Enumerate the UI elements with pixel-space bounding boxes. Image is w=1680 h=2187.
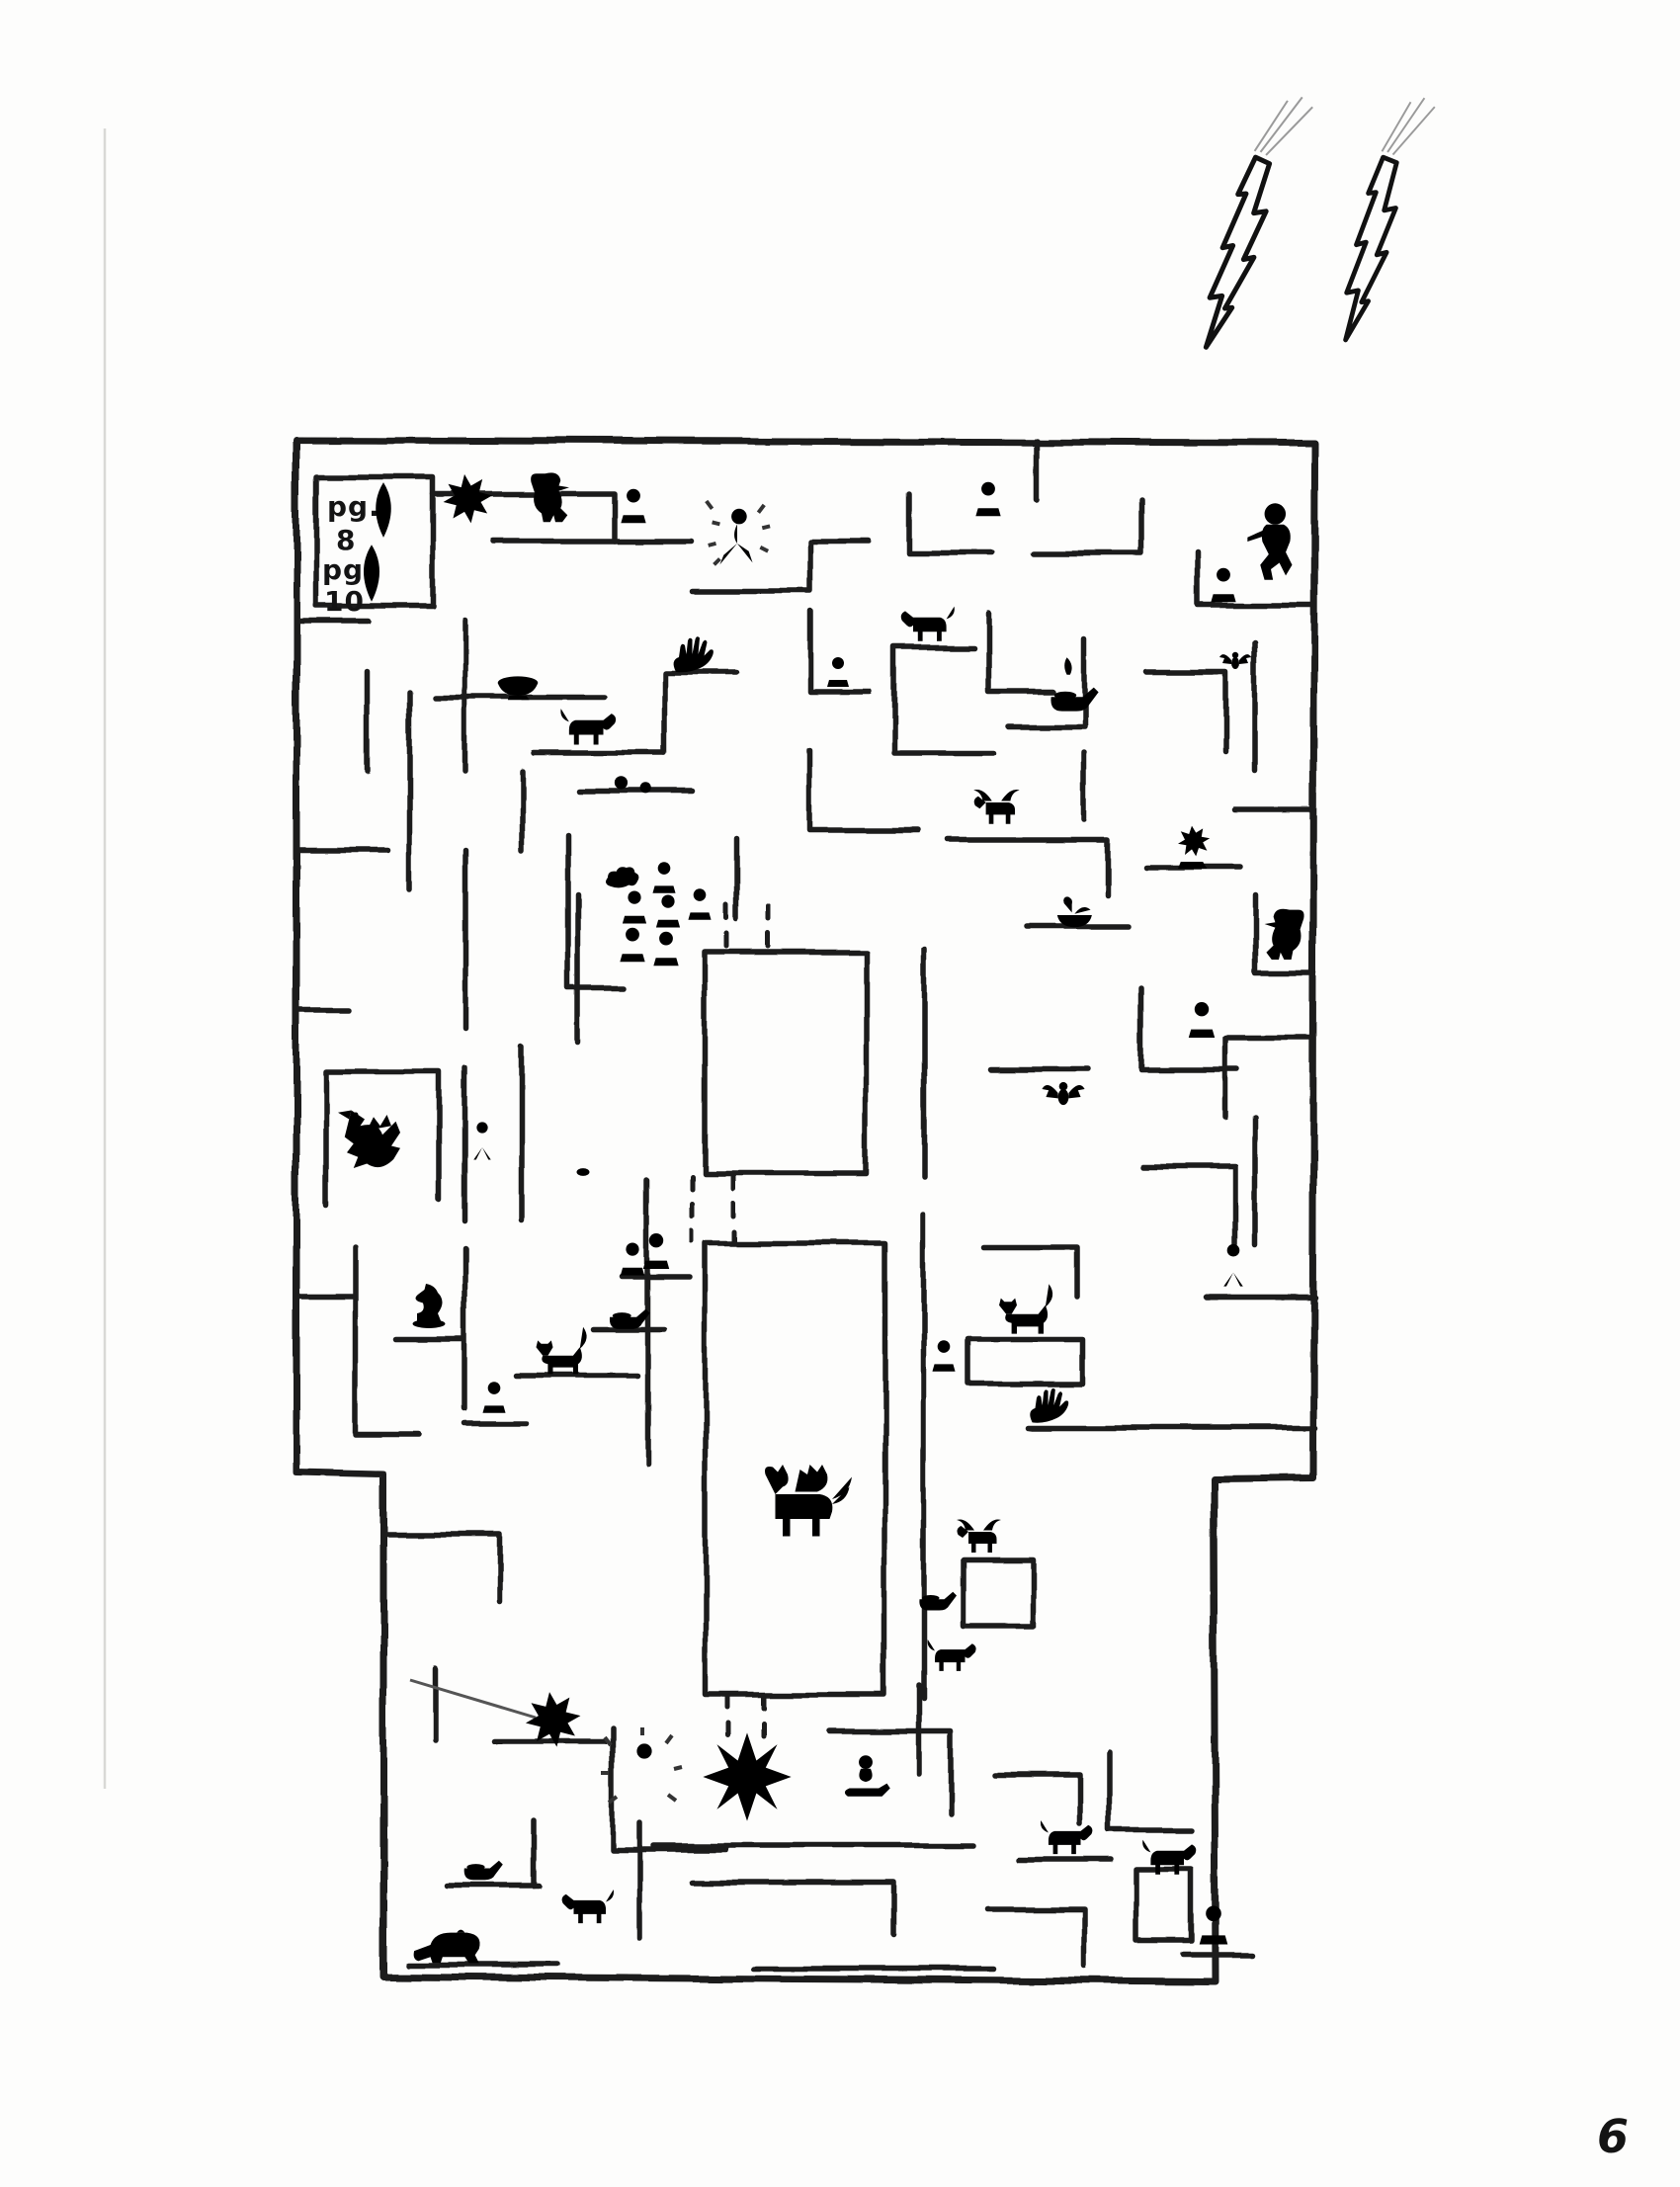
winged-dog-lower xyxy=(957,1518,1001,1553)
lightning-bolt-right xyxy=(1341,92,1436,348)
dog-top-left xyxy=(560,704,617,745)
dog-bottom-right-1 xyxy=(1040,1815,1093,1855)
joystick-top-left xyxy=(621,488,646,524)
trex-top-left xyxy=(531,472,569,523)
joystick-right xyxy=(1188,1002,1216,1038)
upper-room xyxy=(702,949,869,1176)
lamp-bottom-left xyxy=(463,1858,503,1881)
cloud-blob xyxy=(606,867,639,888)
lower-room xyxy=(703,1240,887,1698)
ink-blot xyxy=(576,1168,590,1176)
dragon xyxy=(338,1110,400,1168)
joystick-lower-left xyxy=(482,1382,506,1413)
lamp-with-lid xyxy=(609,1305,650,1329)
totem-4 xyxy=(688,888,712,920)
genie-lamp-lit xyxy=(1050,657,1099,712)
totem-1 xyxy=(652,862,676,893)
dog-top-middle xyxy=(900,601,955,641)
pg8-prefix: pg. xyxy=(327,490,380,523)
sun-creature-top xyxy=(443,473,493,526)
knight-piece xyxy=(412,1284,446,1328)
cat-right xyxy=(999,1284,1053,1334)
crocodile xyxy=(413,1929,480,1964)
winged-dog-upper xyxy=(973,789,1020,824)
cat-left xyxy=(536,1326,587,1375)
bat-creature xyxy=(1042,1078,1085,1111)
pg8-number: 8 xyxy=(336,524,356,556)
totem-5 xyxy=(620,927,645,963)
pair-of-figures xyxy=(613,776,656,824)
standing-person xyxy=(473,1122,491,1160)
lightning-bolt-left xyxy=(1201,88,1313,359)
sitting-dog xyxy=(561,1885,615,1924)
joystick-mummy xyxy=(1211,567,1236,603)
small-key-totem xyxy=(827,657,849,687)
lightning-bolts xyxy=(1201,88,1435,359)
running-mummy xyxy=(1247,503,1293,580)
pg10-number: 10 xyxy=(324,585,365,618)
joystick-near-cat xyxy=(932,1340,956,1372)
dashed-door-marks xyxy=(689,902,771,1744)
totem-2 xyxy=(622,890,647,924)
open-hand-top xyxy=(673,636,714,673)
joystick-top-center xyxy=(975,481,1001,517)
walking-person-right xyxy=(1223,1243,1243,1287)
maze-walls xyxy=(293,436,1318,1985)
open-hand-right xyxy=(1030,1388,1069,1423)
spiky-flower-creature xyxy=(1178,825,1211,869)
page-number: 6 xyxy=(1597,2110,1629,2163)
black-starburst xyxy=(703,1732,792,1821)
sparkling-runner xyxy=(704,499,773,567)
diagonal-pencil-mark xyxy=(409,1678,537,1720)
duck-in-pot xyxy=(1056,896,1092,928)
totem-3 xyxy=(655,894,681,928)
totem-6 xyxy=(653,931,679,967)
genie-on-lamp xyxy=(844,1745,890,1797)
dog-below-pedestal xyxy=(927,1635,976,1671)
trex-right xyxy=(1264,908,1304,960)
joystick-mid-left xyxy=(620,1242,645,1276)
maze-outer-wall xyxy=(293,436,1318,1985)
